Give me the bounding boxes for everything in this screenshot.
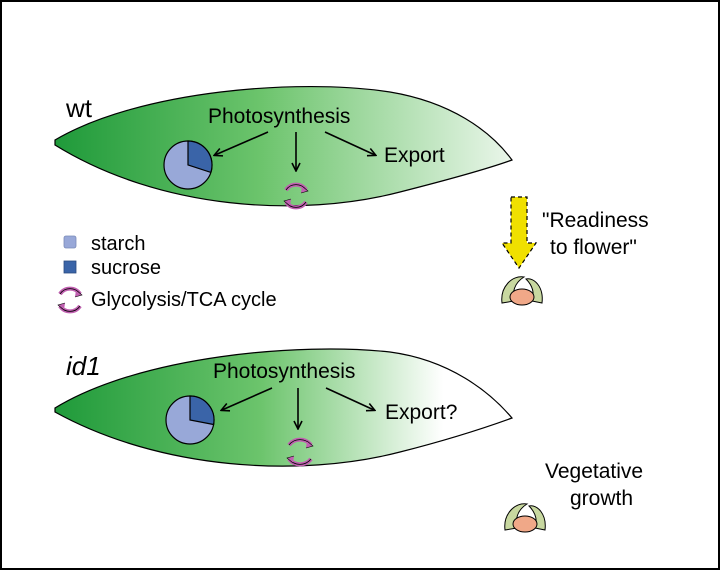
wt-flower-bud-icon: [501, 276, 543, 306]
wt-photosynthesis-label: Photosynthesis: [208, 105, 350, 128]
legend: starch sucrose Glycolysis/TCA cycle: [57, 233, 277, 314]
id1-photosynthesis-label: Photosynthesis: [213, 360, 355, 383]
id1-flower-bud-icon: [504, 503, 546, 533]
wt-pie-sucrose-slice: [187, 140, 213, 174]
readiness-arrow: [500, 196, 538, 270]
wt-arrow-to-pie: [215, 131, 269, 155]
id1-pie-sucrose-slice: [189, 395, 215, 426]
legend-cycle-icon: [57, 286, 83, 314]
legend-sucrose-swatch: [63, 260, 77, 274]
id1-leaf: [54, 348, 514, 467]
id1-arrow-to-export: [325, 387, 374, 410]
id1-starch-sucrose-pie: [165, 395, 215, 445]
legend-cycle-label: Glycolysis/TCA cycle: [91, 289, 277, 311]
wt-starch-sucrose-pie: [163, 140, 213, 190]
legend-sucrose-label: sucrose: [91, 257, 161, 279]
legend-starch-swatch: [63, 235, 77, 249]
vegetative-label-line2: growth: [570, 487, 633, 510]
readiness-label-line1: "Readiness: [542, 209, 649, 232]
id1-panel: id1 Photosynthesis Export? Vegetative gr…: [54, 348, 643, 533]
id1-arrow-to-pie: [222, 387, 273, 410]
readiness-label-line2: to flower": [550, 236, 637, 259]
wt-genotype-label: wt: [65, 93, 93, 123]
id1-glycolysis-cycle-icon: [286, 437, 314, 467]
vegetative-label-line1: Vegetative: [545, 460, 643, 483]
wt-panel: wt Photosynthesis Export "Readiness to f…: [54, 85, 649, 306]
wt-arrow-to-export: [324, 131, 375, 155]
wt-export-label: Export: [384, 144, 445, 167]
legend-starch-label: starch: [91, 233, 145, 255]
wt-glycolysis-cycle-icon: [283, 182, 309, 210]
id1-export-label: Export?: [385, 401, 457, 424]
id1-genotype-label: id1: [66, 351, 101, 381]
